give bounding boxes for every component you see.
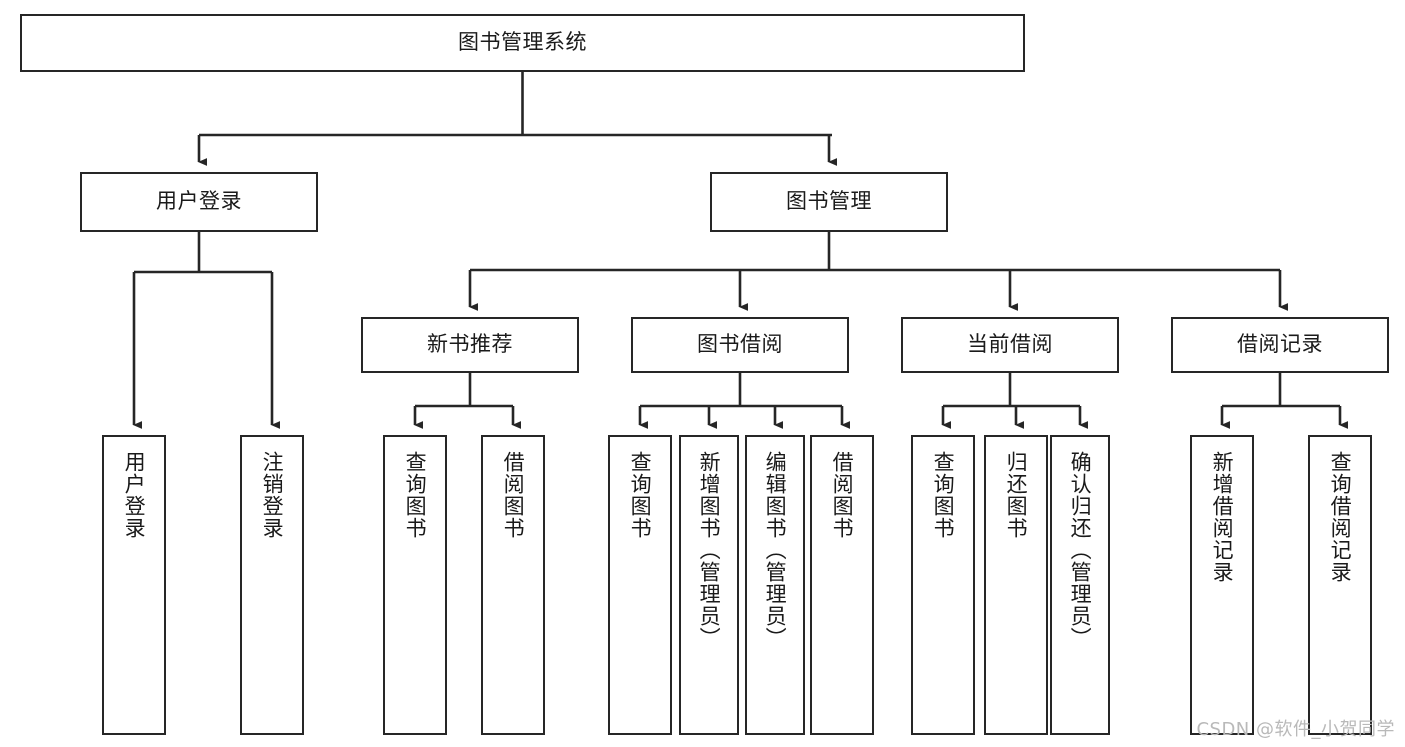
node-leaf-logout-login[interactable]: 注销登录 (240, 435, 304, 735)
node-leaf-user-login[interactable]: 用户登录 (102, 435, 166, 735)
node-current-borrow-label: 当前借阅 (967, 332, 1053, 357)
node-user-login-label: 用户登录 (156, 189, 242, 214)
node-leaf-query-borrow-record[interactable]: 查询借阅记录 (1308, 435, 1372, 735)
node-book-borrow[interactable]: 图书借阅 (631, 317, 849, 373)
node-user-login[interactable]: 用户登录 (80, 172, 318, 232)
node-leaf-query-book-2[interactable]: 查询图书 (608, 435, 672, 735)
node-leaf-borrow-book-2-label: 借阅图书 (830, 451, 855, 539)
node-leaf-confirm-return-admin-label: 确认归还（管理员） (1068, 451, 1093, 649)
node-root-label: 图书管理系统 (458, 30, 587, 55)
node-leaf-query-book-3[interactable]: 查询图书 (911, 435, 975, 735)
node-leaf-add-book-admin-label: 新增图书（管理员） (697, 451, 722, 649)
node-leaf-add-borrow-record[interactable]: 新增借阅记录 (1190, 435, 1254, 735)
node-leaf-query-book-1-label: 查询图书 (403, 451, 428, 539)
node-leaf-confirm-return-admin[interactable]: 确认归还（管理员） (1050, 435, 1110, 735)
node-borrow-record-label: 借阅记录 (1237, 332, 1323, 357)
node-leaf-user-login-label: 用户登录 (122, 451, 147, 539)
node-leaf-query-borrow-record-label: 查询借阅记录 (1328, 451, 1353, 583)
node-leaf-borrow-book-1-label: 借阅图书 (501, 451, 526, 539)
node-book-management[interactable]: 图书管理 (710, 172, 948, 232)
node-leaf-borrow-book-1[interactable]: 借阅图书 (481, 435, 545, 735)
node-new-book-recommend[interactable]: 新书推荐 (361, 317, 579, 373)
node-leaf-query-book-1[interactable]: 查询图书 (383, 435, 447, 735)
node-current-borrow[interactable]: 当前借阅 (901, 317, 1119, 373)
node-leaf-add-book-admin[interactable]: 新增图书（管理员） (679, 435, 739, 735)
node-leaf-query-book-2-label: 查询图书 (628, 451, 653, 539)
node-borrow-record[interactable]: 借阅记录 (1171, 317, 1389, 373)
watermark-text: CSDN @软件_小贺同学 (1196, 719, 1395, 740)
node-book-borrow-label: 图书借阅 (697, 332, 783, 357)
node-new-book-recommend-label: 新书推荐 (427, 332, 513, 357)
node-leaf-add-borrow-record-label: 新增借阅记录 (1210, 451, 1235, 583)
node-leaf-return-book[interactable]: 归还图书 (984, 435, 1048, 735)
node-leaf-query-book-3-label: 查询图书 (931, 451, 956, 539)
node-book-management-label: 图书管理 (786, 189, 872, 214)
node-leaf-borrow-book-2[interactable]: 借阅图书 (810, 435, 874, 735)
node-leaf-edit-book-admin-label: 编辑图书（管理员） (763, 451, 788, 649)
node-leaf-return-book-label: 归还图书 (1004, 451, 1029, 539)
node-leaf-logout-login-label: 注销登录 (260, 451, 285, 539)
node-root[interactable]: 图书管理系统 (20, 14, 1025, 72)
node-leaf-edit-book-admin[interactable]: 编辑图书（管理员） (745, 435, 805, 735)
